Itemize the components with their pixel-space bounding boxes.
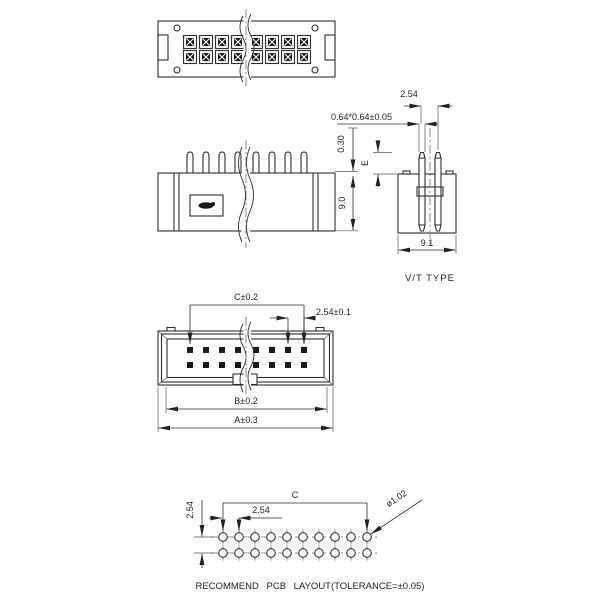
dim-a: A±0.3 — [157, 387, 334, 432]
c-dim-label: C±0.2 — [234, 292, 258, 302]
dim-b: B±0.2 — [165, 387, 328, 413]
dim-span: C — [220, 490, 370, 531]
hole-diameter-label: ø1.02 — [384, 488, 409, 509]
dim-body-width: 9.1 — [397, 235, 457, 254]
pitch-dim-label: 2.54±0.1 — [316, 307, 351, 317]
pitch-label: 2.54 — [400, 89, 418, 99]
dim-pin-section: 0.64*0.64±0.05 — [331, 112, 438, 127]
hole-pitch-label: 2.54 — [252, 505, 270, 515]
a-dim-label: A±0.3 — [234, 415, 257, 425]
span-label: C — [292, 490, 299, 500]
side-view: 0.30 9.0 — [157, 127, 358, 248]
break-line — [238, 146, 246, 243]
dim-body-height: 9.0 — [335, 176, 358, 232]
dim-hole-pitch: 2.54 — [209, 505, 282, 531]
left-latch-notch — [157, 34, 169, 61]
dim-hole-diameter: ø1.02 — [370, 488, 423, 535]
pin-section-label: 0.64*0.64±0.05 — [331, 112, 392, 122]
dim-row-pitch: 2.54 — [185, 500, 214, 568]
dim-pitch: 2.54 — [400, 89, 452, 109]
tail-length-label: E — [360, 160, 370, 166]
dim-pin-height: 0.30 — [335, 127, 358, 172]
dim-pitch: 2.54±0.1 — [270, 307, 351, 344]
pcb-layout-caption: RECOMMEND PCB LAYOUT(TOLERANCE=±0.05) — [196, 581, 425, 592]
right-latch-notch — [324, 34, 336, 61]
front-view: C±0.2 2.54±0.1 B±0.2 A±0.3 — [157, 292, 351, 432]
pin-height-label: 0.30 — [336, 135, 346, 153]
dim-tail-length: E — [360, 140, 397, 187]
pcb-layout: 2.54 C 2.54 ø1.02 RECOMMEND PCB LAYOUT(T… — [185, 488, 424, 592]
body-width-label: 9.1 — [421, 238, 434, 248]
vt-type-label: V/T TYPE — [405, 273, 455, 284]
hole-array — [218, 528, 372, 562]
body-height-label: 9.0 — [337, 197, 347, 210]
brand-logo — [189, 194, 224, 217]
b-dim-label: B±0.2 — [234, 396, 257, 406]
vt-view: 2.54 0.64*0.64±0.05 E 9.1 V/T TYPE — [331, 89, 457, 284]
top-view — [157, 9, 336, 89]
row-pitch-label: 2.54 — [185, 501, 195, 519]
